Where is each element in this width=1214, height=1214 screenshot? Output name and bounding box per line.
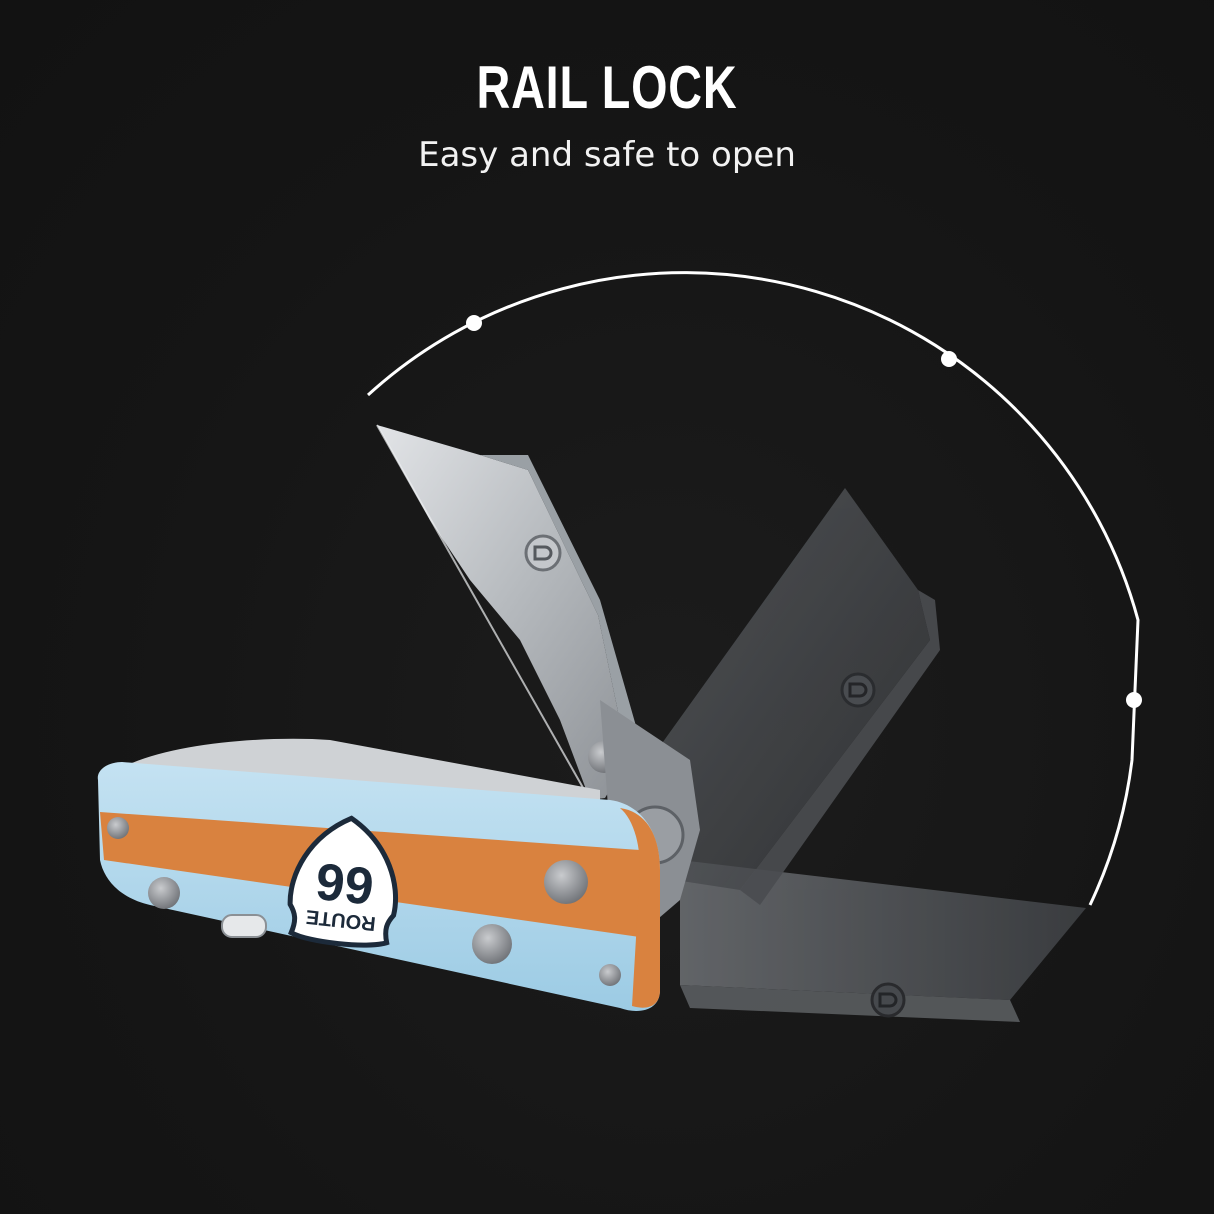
arc-dot-2 <box>941 351 957 367</box>
arc-dot-1 <box>466 315 482 331</box>
headline: RAIL LOCK <box>476 54 738 121</box>
knife-handle <box>97 738 660 1011</box>
route-66-badge: 66 ROUTE <box>287 815 399 948</box>
badge-number: 66 <box>313 851 377 915</box>
main-blade <box>376 424 640 801</box>
ghost-blade-diagonal <box>650 488 940 905</box>
arc-dot-3 <box>1126 692 1142 708</box>
ghost-blade-horizontal <box>680 860 1086 1022</box>
rotation-arc <box>366 271 1140 906</box>
subline: Easy and safe to open <box>418 135 796 175</box>
